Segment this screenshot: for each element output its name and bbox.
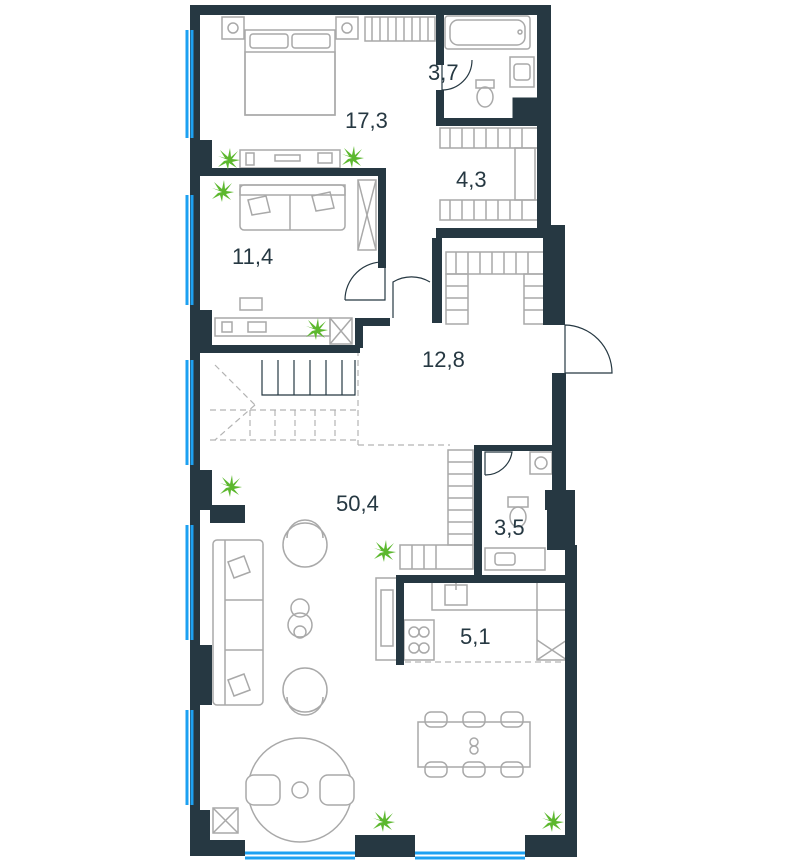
armchair-1 [282, 519, 328, 568]
area-label-hall: 12,8 [422, 347, 465, 372]
area-label-bedroom: 17,3 [345, 108, 388, 133]
bedroom2-closet [357, 179, 377, 251]
armchair-2 [282, 667, 328, 716]
area-label-bathroom-bottom: 3,5 [494, 515, 525, 540]
toilet-top-bath [475, 79, 495, 108]
bathtub [444, 15, 531, 50]
area-label-kitchen: 5,1 [460, 624, 491, 649]
area-label-bathroom-top: 3,7 [428, 60, 459, 85]
plant-icon [212, 180, 234, 202]
plant-icon [342, 146, 364, 168]
wardrobe-shelves [439, 127, 541, 221]
furniture-layer [210, 15, 568, 843]
hall-shelves [445, 251, 547, 325]
staircase [210, 350, 450, 446]
bottom-bath-fixtures [484, 451, 553, 571]
bedroom-wardrobe [364, 16, 436, 42]
coffee-table [287, 598, 313, 639]
area-label-wardrobe: 4,3 [456, 167, 487, 192]
plants [212, 146, 564, 832]
windows [185, 30, 525, 860]
sink-top-bath [509, 56, 535, 88]
corner-box [212, 807, 239, 834]
bedroom-desk [239, 149, 341, 169]
dining-table [417, 711, 531, 778]
area-label-bedroom-2: 11,4 [232, 244, 273, 269]
plant-icon [373, 810, 395, 832]
plant-icon [218, 148, 240, 170]
area-label-living-room: 50,4 [336, 491, 379, 516]
living-sofa [212, 539, 264, 706]
plant-icon [374, 540, 396, 562]
walls [190, 5, 577, 857]
plant-icon [542, 810, 564, 832]
bedroom2-desk [214, 297, 353, 345]
kitchen-units [375, 577, 568, 663]
plant-icon [220, 475, 242, 497]
double-bed [221, 16, 359, 116]
area-labels: 17,3 3,7 4,3 11,4 12,8 50,4 3,5 5,1 [232, 60, 525, 649]
living-storage [399, 449, 474, 570]
round-table [245, 737, 355, 843]
bedroom2-sofa [239, 184, 346, 231]
plant-icon [306, 318, 328, 340]
